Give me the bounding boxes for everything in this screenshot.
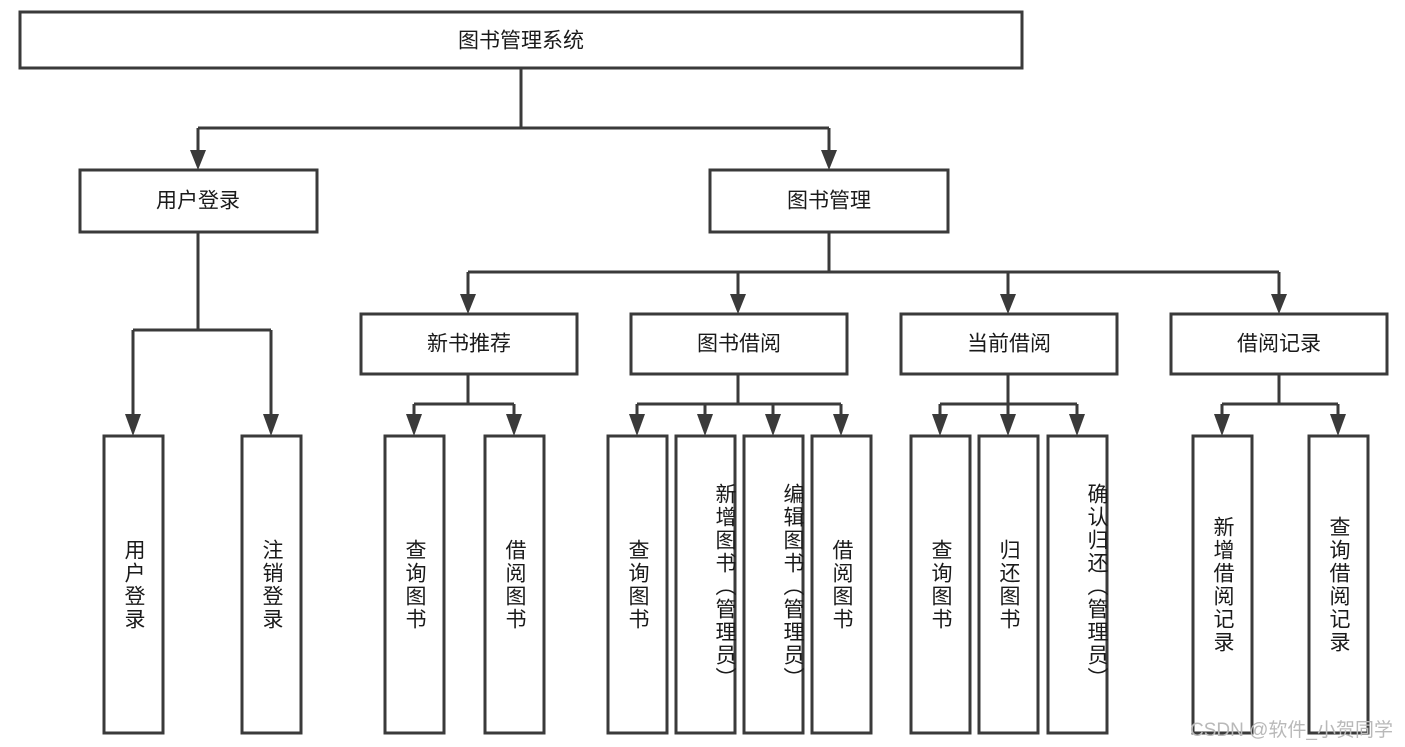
node-user-login-label: 用户登录 [156, 190, 240, 213]
arrow-head-leaf-user-login-2 [263, 414, 279, 436]
arrow-head-current-borrow [1000, 294, 1016, 314]
node-borrow-record[interactable]: 借阅记录 [1169, 312, 1389, 376]
leaf-node-user-login-1[interactable] [102, 434, 165, 735]
arrow-head-leaf-borrow-record-2 [1330, 414, 1346, 436]
node-book-borrow[interactable]: 图书借阅 [629, 312, 849, 376]
leaf-node-new-book-1[interactable] [383, 434, 446, 735]
arrow-head-borrow-record [1271, 294, 1287, 314]
leaf-node-book-borrow-1[interactable] [606, 434, 669, 735]
arrow-head-leaf-new-book-2 [506, 414, 522, 436]
arrow-head-leaf-new-book-1 [406, 414, 422, 436]
node-root-label: 图书管理系统 [458, 30, 584, 53]
node-current-borrow[interactable]: 当前借阅 [899, 312, 1119, 376]
arrow-head-leaf-current-borrow-2 [1000, 414, 1016, 436]
leaf-node-user-login-2[interactable] [240, 434, 303, 735]
leaf-node-book-borrow-3[interactable] [742, 434, 805, 735]
node-new-book-recommend-label: 新书推荐 [427, 333, 511, 356]
arrow-head-leaf-book-borrow-2 [697, 414, 713, 436]
arrow-head-leaf-book-borrow-4 [833, 414, 849, 436]
leaf-node-new-book-2[interactable] [483, 434, 546, 735]
arrow-head-user-login [190, 150, 206, 170]
arrow-head-leaf-book-borrow-3 [765, 414, 781, 436]
arrow-head-new-book-recommend [460, 294, 476, 314]
leaf-node-current-borrow-3[interactable] [1046, 434, 1109, 735]
arrow-head-book-borrow [730, 294, 746, 314]
node-new-book-recommend[interactable]: 新书推荐 [359, 312, 579, 376]
leaf-node-book-borrow-2[interactable] [674, 434, 737, 735]
arrow-head-leaf-current-borrow-1 [932, 414, 948, 436]
node-root-system[interactable]: 图书管理系统 [18, 10, 1024, 70]
leaf-node-current-borrow-1[interactable] [909, 434, 972, 735]
leaf-node-borrow-record-1[interactable] [1191, 434, 1254, 735]
node-book-borrow-label: 图书借阅 [697, 333, 781, 356]
node-user-login[interactable]: 用户登录 [78, 168, 319, 234]
node-current-borrow-label: 当前借阅 [967, 333, 1051, 356]
leaf-node-current-borrow-2[interactable] [977, 434, 1040, 735]
node-borrow-record-label: 借阅记录 [1237, 333, 1321, 356]
arrow-head-leaf-borrow-record-1 [1214, 414, 1230, 436]
arrow-head-leaf-current-borrow-3 [1069, 414, 1085, 436]
arrow-head-book-manage [821, 150, 837, 170]
arrow-head-leaf-book-borrow-1 [629, 414, 645, 436]
node-book-manage[interactable]: 图书管理 [708, 168, 950, 234]
arrow-head-leaf-user-login-1 [125, 414, 141, 436]
leaf-node-book-borrow-4[interactable] [810, 434, 873, 735]
leaf-node-borrow-record-2[interactable] [1307, 434, 1370, 735]
connectors-layer [125, 68, 1346, 436]
node-book-manage-label: 图书管理 [787, 190, 871, 213]
csdn-watermark: CSDN @软件_小贺同学 [1190, 720, 1393, 741]
